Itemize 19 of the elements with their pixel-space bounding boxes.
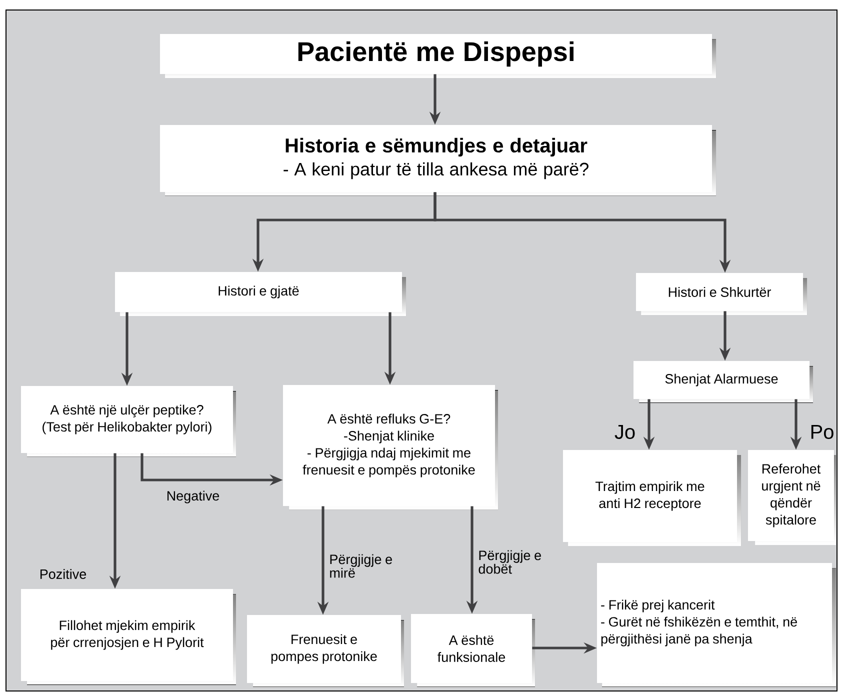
process-box: Trajtim empirik me anti H2 receptore (563, 450, 742, 546)
edge-label: Përgjigje e mirë (330, 554, 392, 578)
process-box: A është një ulçër peptike? (Test për Helikobakter pylori) (21, 386, 236, 457)
process-box: - Frikë prej kancerit - Gurët në fshikëzën e temthit, në përgjithësi janë pa shenja (597, 563, 836, 687)
title-box: Pacientë me Dispepsi (160, 34, 716, 78)
process-box: Referohet urgjent në qëndër spitalore (748, 450, 836, 545)
edge-label: Negative (167, 490, 220, 504)
process-box: Fillohet mjekim empirik për crrenjosjen e H Pylorit (21, 589, 236, 685)
edge-label: Përgjigje e dobët (478, 550, 541, 574)
process-box: Histori e Shkurtër (636, 273, 808, 315)
process-box: Historia e sëmundjes e detajuar - A keni patur të tilla ankesa më parë? (160, 125, 716, 196)
edge-label: Po (811, 425, 834, 439)
process-box: A është funksionale (411, 614, 535, 687)
process-box: Histori e gjatë (115, 272, 406, 316)
edge-label: Pozitive (40, 569, 86, 579)
process-box: A është refluks G-E? -Shenjat klinike - Përgjigja ndaj mjekimit me frenuesit e pompës protonike (283, 385, 498, 510)
process-box: Frenuesit e pompes protonike (247, 615, 404, 687)
edge-label: Jo (614, 425, 635, 439)
process-box: Shenjat Alarmuese (634, 361, 814, 403)
